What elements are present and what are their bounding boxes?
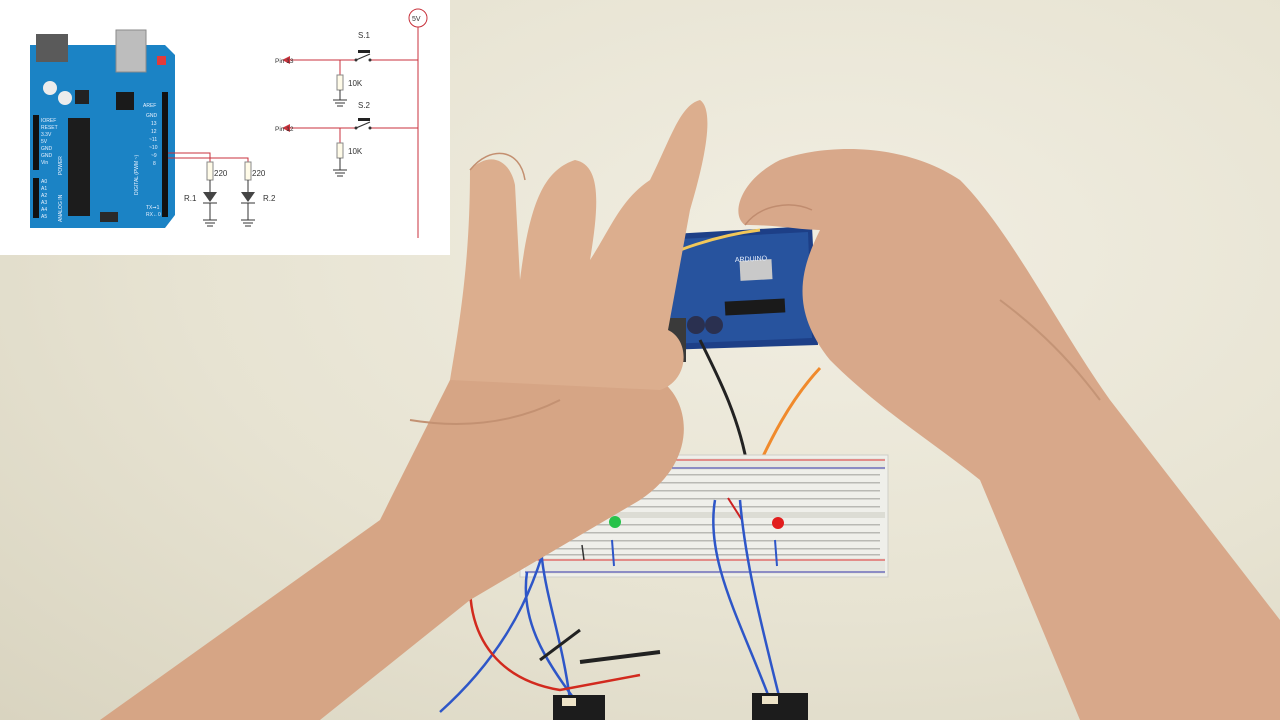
digital-label: DIGITAL (PWM ~): [134, 155, 140, 195]
digital-pin-11: ~11: [149, 137, 157, 143]
left-hand: [100, 100, 708, 720]
analog-pin-a5: A5: [41, 214, 47, 220]
supply-label: 5V: [412, 16, 421, 23]
jumper-red-2: [727, 497, 743, 521]
red-led: [772, 517, 784, 529]
blue-jumper-1: [611, 539, 615, 567]
red-wire: [468, 584, 641, 692]
green-led: [609, 516, 621, 528]
push-button-2: [752, 693, 808, 720]
blue-wire-4: [712, 499, 772, 701]
digital-pin-12: 12: [151, 129, 157, 135]
ground-symbol-1: [333, 99, 347, 107]
board-logo: ARDUINO: [735, 255, 768, 264]
power-pin-gnd-2: GND: [41, 153, 53, 159]
pin12-label: Pin 12: [275, 126, 294, 133]
arduino-board-illustration: IOREF RESET 3.3V 5V GND GND Vin A0 A1 A2…: [30, 29, 175, 228]
power-pin-gnd-1: GND: [41, 146, 53, 152]
analog-label: ANALOG IN: [58, 194, 64, 222]
pulldown-resistor-1: [336, 74, 344, 91]
resistor-1: [581, 544, 585, 561]
analog-pin-a3: A3: [41, 200, 47, 206]
reset-button-icon: [157, 56, 166, 65]
push-button-1: [553, 695, 605, 720]
schematic-inset: IOREF RESET 3.3V 5V GND GND Vin A0 A1 A2…: [0, 0, 450, 255]
digital-pin-tx: TX➞1: [146, 205, 160, 211]
usb-port: [115, 29, 147, 73]
analog-pin-a2: A2: [41, 193, 47, 199]
pin13-label: Pin 13: [275, 58, 294, 65]
led-resistor-2: [244, 161, 252, 181]
power-pin-reset: RESET: [41, 125, 58, 131]
power-pin-5v: 5V: [41, 139, 48, 145]
power-pin-vin: Vin: [41, 160, 48, 166]
digital-pin-10: ~10: [149, 145, 158, 151]
led-r2-symbol: [241, 180, 255, 227]
right-hand: [738, 148, 1280, 720]
led-r2-label: R.2: [263, 194, 276, 203]
digital-pin-8: 8: [153, 161, 156, 167]
black-wire: [698, 339, 750, 471]
digital-pin-13: 13: [151, 121, 157, 127]
blue-wire-3: [524, 571, 577, 701]
power-label: POWER: [58, 156, 64, 175]
dc-jack: [36, 34, 68, 62]
led-resistor-1: [206, 161, 214, 181]
black-probe: [579, 650, 661, 664]
digital-pin-gnd: GND: [146, 113, 158, 119]
black-probe-2: [539, 628, 581, 662]
switch-s1: [354, 50, 372, 62]
digital-pin-rx: RX←0: [146, 212, 161, 218]
switch-s1-label: S.1: [358, 31, 371, 40]
led-r1-label: R.1: [184, 194, 197, 203]
analog-pin-a4: A4: [41, 207, 47, 213]
power-pin-ioref: IOREF: [41, 118, 56, 124]
power-pin-3v3: 3.3V: [41, 132, 52, 138]
pulldown-resistor-2: [336, 142, 344, 159]
digital-pin-9: ~9: [151, 153, 157, 159]
pulldown-2-label: 10K: [348, 147, 363, 156]
blue-jumper-2: [774, 539, 778, 567]
pulldown-1-label: 10K: [348, 79, 363, 88]
analog-pin-a1: A1: [41, 186, 47, 192]
atmega-chip: [68, 118, 90, 216]
analog-pin-a0: A0: [41, 179, 47, 185]
switch-s2-label: S.2: [358, 101, 371, 110]
blue-wire-5: [738, 499, 782, 701]
led-resistor-2-label: 220: [252, 169, 266, 178]
supply-node: [408, 8, 428, 28]
led-r1-symbol: [203, 180, 217, 227]
switch-s2: [354, 118, 372, 130]
digital-pin-aref: AREF: [143, 103, 156, 109]
led-resistor-1-label: 220: [214, 169, 228, 178]
ground-symbol-2: [333, 169, 347, 177]
